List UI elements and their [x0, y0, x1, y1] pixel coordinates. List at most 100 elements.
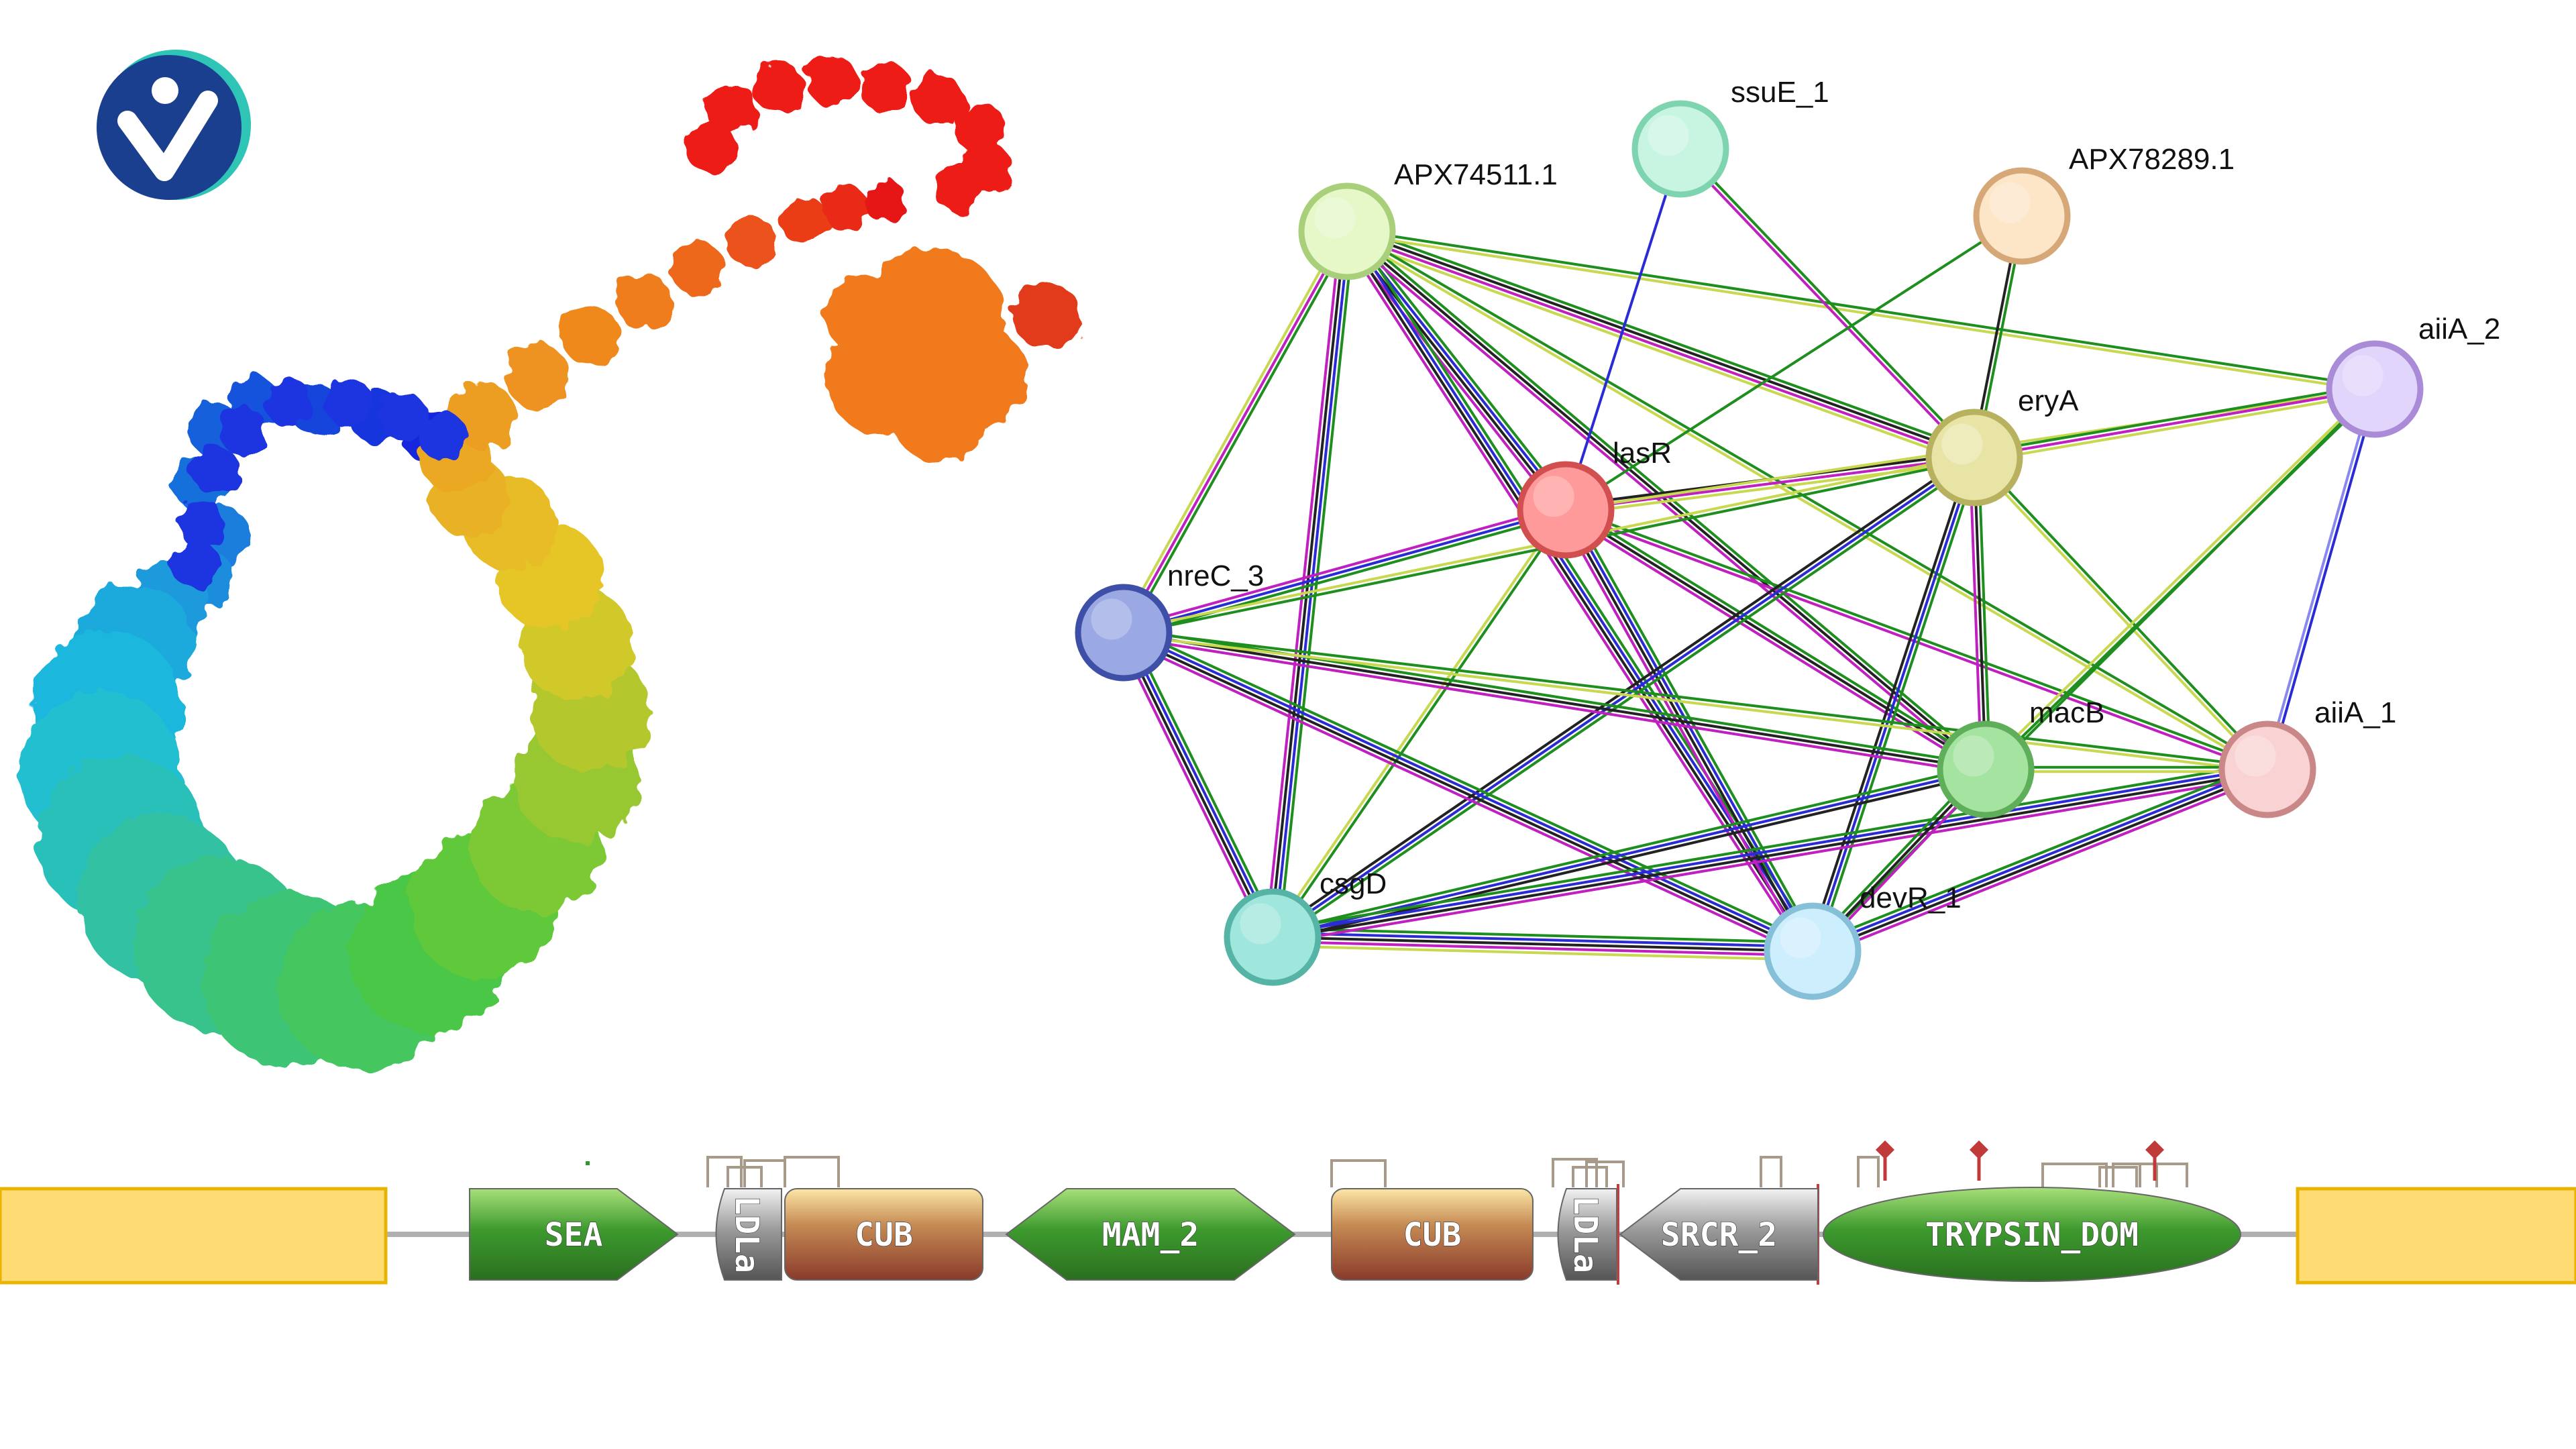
network-edge	[1814, 774, 2271, 959]
domain-trypsin-dom[interactable]: TRYPSIN_DOM	[1823, 1187, 2241, 1282]
node-highlight	[1314, 197, 1356, 239]
domain-sea[interactable]: SEA	[469, 1188, 679, 1281]
node-circle	[1298, 182, 1396, 280]
network-edge	[1269, 231, 1346, 937]
disulfide-bracket	[1857, 1156, 1880, 1187]
network-edge	[1566, 460, 1976, 516]
network-node-erya[interactable]: eryA	[1925, 384, 2079, 506]
network-node-nrec-3[interactable]: nreC_3	[1075, 559, 1264, 682]
protein-bead	[616, 274, 672, 330]
network-edge	[1116, 635, 1269, 941]
network-edge	[1807, 455, 1972, 951]
node-label: nreC_3	[1167, 559, 1264, 592]
network-edge	[1126, 625, 1816, 947]
protein-bead	[504, 343, 569, 408]
network-edge	[1680, 146, 1977, 458]
interaction-network-edges	[1116, 146, 2379, 961]
node-circle	[1937, 720, 2035, 818]
network-edge	[1122, 504, 1565, 630]
network-edge	[1343, 233, 1984, 774]
protein-bead	[781, 197, 829, 246]
network-node-devr-1[interactable]: devR_1	[1764, 881, 1962, 1000]
domain-srcr-2[interactable]: SRCR_2	[1619, 1188, 1819, 1281]
network-edge	[1973, 457, 1987, 770]
domain-shape	[1557, 1188, 1617, 1281]
network-edge	[1344, 236, 1973, 466]
domain-cub[interactable]: CUB	[784, 1188, 983, 1281]
network-edge	[1565, 456, 1975, 511]
domain-mam-2[interactable]: MAM_2	[1005, 1188, 1296, 1281]
protein-bead	[825, 275, 906, 356]
network-edge	[1564, 511, 2267, 773]
network-node-macb[interactable]: macB	[1937, 696, 2104, 818]
protein-bead	[892, 369, 986, 463]
network-edge	[1118, 228, 1345, 631]
network-node-apx74511-1[interactable]: APX74511.1	[1298, 158, 1558, 280]
domain-shape	[715, 1188, 782, 1281]
domain-shape	[1331, 1188, 1534, 1281]
node-label: ssuE_1	[1731, 76, 1829, 109]
disulfide-bracket	[1760, 1156, 1782, 1187]
protein-bead	[753, 62, 804, 113]
network-edge	[1271, 763, 1985, 934]
protein-bead	[822, 185, 868, 231]
network-edge	[1273, 770, 2268, 941]
network-edge	[1566, 506, 2269, 769]
network-node-ssue-1[interactable]: ssuE_1	[1631, 76, 1829, 198]
protein-bead	[1013, 282, 1080, 349]
network-edge	[1972, 458, 2267, 772]
network-node-lasr[interactable]: lasR	[1517, 437, 1672, 559]
protein-bead	[671, 241, 724, 295]
disulfide-bracket	[1330, 1159, 1387, 1187]
network-edge	[1123, 508, 1566, 634]
node-highlight	[1953, 735, 1994, 777]
network-edge	[1122, 633, 1813, 955]
node-circle	[1631, 100, 1729, 198]
network-edge	[1567, 504, 1989, 767]
domain-cub[interactable]: CUB	[1331, 1188, 1534, 1281]
network-edge	[1124, 629, 1815, 951]
protein-bead	[726, 216, 777, 267]
node-label: aiiA_1	[2314, 696, 2396, 729]
node-label: APX74511.1	[1394, 158, 1558, 191]
network-edge	[1347, 228, 2269, 769]
network-node-csgd[interactable]: csgD	[1224, 867, 1387, 986]
network-edge	[1347, 228, 1976, 457]
network-node-apx78289-1[interactable]: APX78289.1	[1973, 143, 2235, 265]
network-edge	[1122, 635, 1986, 775]
node-label: macB	[2029, 696, 2104, 729]
node-highlight	[2235, 735, 2276, 777]
protein-bead	[561, 306, 620, 365]
network-edge	[1811, 766, 2267, 951]
protein-bead	[170, 539, 219, 588]
domain-label: TRYPSIN_DOM	[1925, 1216, 2139, 1254]
domain-ldla[interactable]: LDLa	[1557, 1188, 1617, 1281]
network-edge	[1973, 383, 2375, 455]
brand-logo	[97, 50, 251, 200]
network-edge	[1123, 633, 2267, 773]
disulfide-bracket	[2112, 1163, 2158, 1187]
protein-bead	[378, 392, 427, 440]
disulfide-bracket	[743, 1159, 786, 1187]
domain-label: CUB	[1403, 1216, 1462, 1254]
logo-dot	[152, 77, 178, 104]
domain-label: MAM_2	[1102, 1216, 1199, 1254]
protein-3d-structure	[20, 55, 1080, 1070]
network-edge	[1974, 392, 2376, 464]
node-highlight	[1780, 917, 1821, 959]
network-edge	[1348, 223, 1977, 453]
network-node-aiia-1[interactable]: aiiA_1	[2218, 696, 2396, 818]
network-node-aiia-2[interactable]: aiiA_2	[2326, 313, 2500, 438]
protein-bead	[419, 412, 467, 460]
network-edge	[1562, 510, 1812, 953]
protein-bead	[264, 378, 313, 427]
node-highlight	[1240, 903, 1281, 945]
site-dot	[586, 1161, 590, 1165]
network-edge	[1269, 508, 1565, 937]
node-circle	[2218, 720, 2316, 818]
domain-ldla[interactable]: LDLa	[715, 1188, 782, 1281]
node-circle	[2326, 340, 2424, 438]
